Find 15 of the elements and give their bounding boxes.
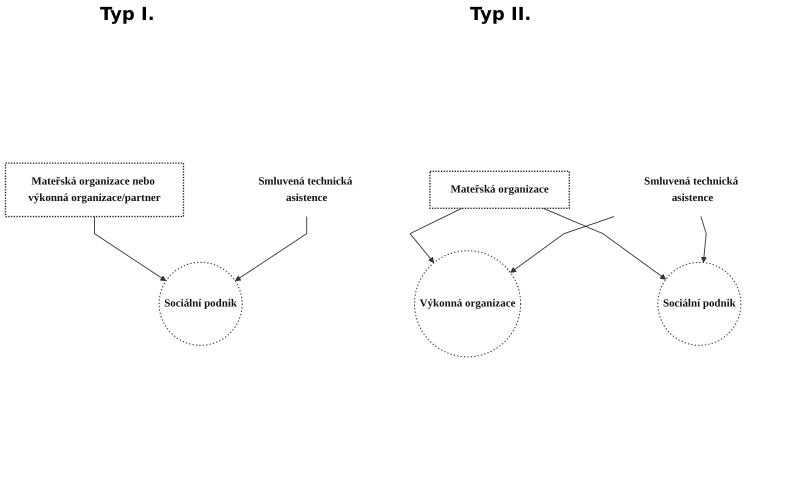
node-circle: Sociální podnik: [657, 262, 742, 346]
node-box: Mateřská organizace: [429, 170, 570, 209]
panel-heading: Typ I.: [100, 4, 155, 25]
node-circle: Sociální podnik: [158, 262, 243, 346]
panel-heading: Typ II.: [470, 4, 532, 25]
arrow: [700, 216, 707, 263]
arrow: [510, 216, 615, 273]
arrow: [409, 208, 462, 264]
node-circle: Výkonná organizace: [414, 250, 522, 358]
node-text: Smluvená technická asistence: [644, 175, 738, 204]
arrow: [542, 208, 666, 280]
node-box: Mateřská organizace nebo výkonná organizace/partner: [4, 162, 184, 218]
node-text: Smluvená technická asistence: [258, 175, 352, 204]
arrow: [94, 216, 166, 282]
arrow: [234, 216, 308, 282]
